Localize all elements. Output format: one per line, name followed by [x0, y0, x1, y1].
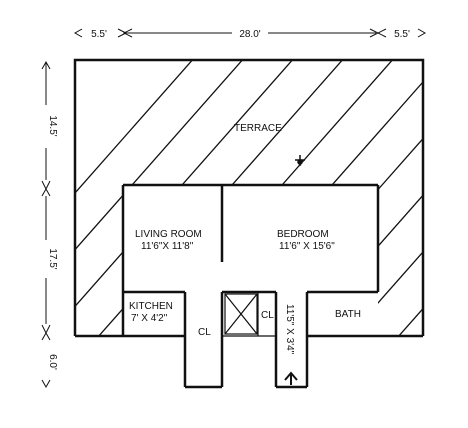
top-dimension-line	[73, 28, 427, 38]
dimension-left-bottom: 6.0'	[47, 354, 58, 370]
dimension-left-middle: 17.5'	[47, 248, 58, 269]
living-room-size: 11'6"X 11'8"	[141, 241, 194, 252]
partitions	[222, 292, 276, 337]
dimension-top-right: 5.5'	[394, 29, 410, 40]
entry-arrow-icon	[284, 371, 298, 385]
dimension-left-top: 14.5'	[47, 115, 58, 136]
bath-label: BATH	[335, 309, 361, 320]
bedroom-name: BEDROOM	[277, 229, 329, 240]
hall-size-label: 11'5" X 3'4"	[284, 304, 295, 355]
terrace-marker-icon	[295, 155, 305, 166]
terrace-label: TERRACE	[234, 123, 282, 134]
kitchen-name: KITCHEN	[129, 301, 173, 312]
left-dimension-line	[41, 60, 51, 389]
dimension-top-center: 28.0'	[239, 29, 260, 40]
dimension-top-left: 5.5'	[91, 29, 107, 40]
closet-right-label: CL	[261, 310, 274, 321]
living-room-name: LIVING ROOM	[135, 229, 202, 240]
bedroom-size: 11'6" X 15'6"	[279, 241, 335, 252]
kitchen-size: 7' X 4'2"	[131, 313, 168, 324]
terrace-hatching	[75, 60, 423, 336]
apartment-walls	[75, 183, 423, 389]
closet-left-label: CL	[198, 327, 211, 338]
terrace-outline	[73, 58, 425, 336]
